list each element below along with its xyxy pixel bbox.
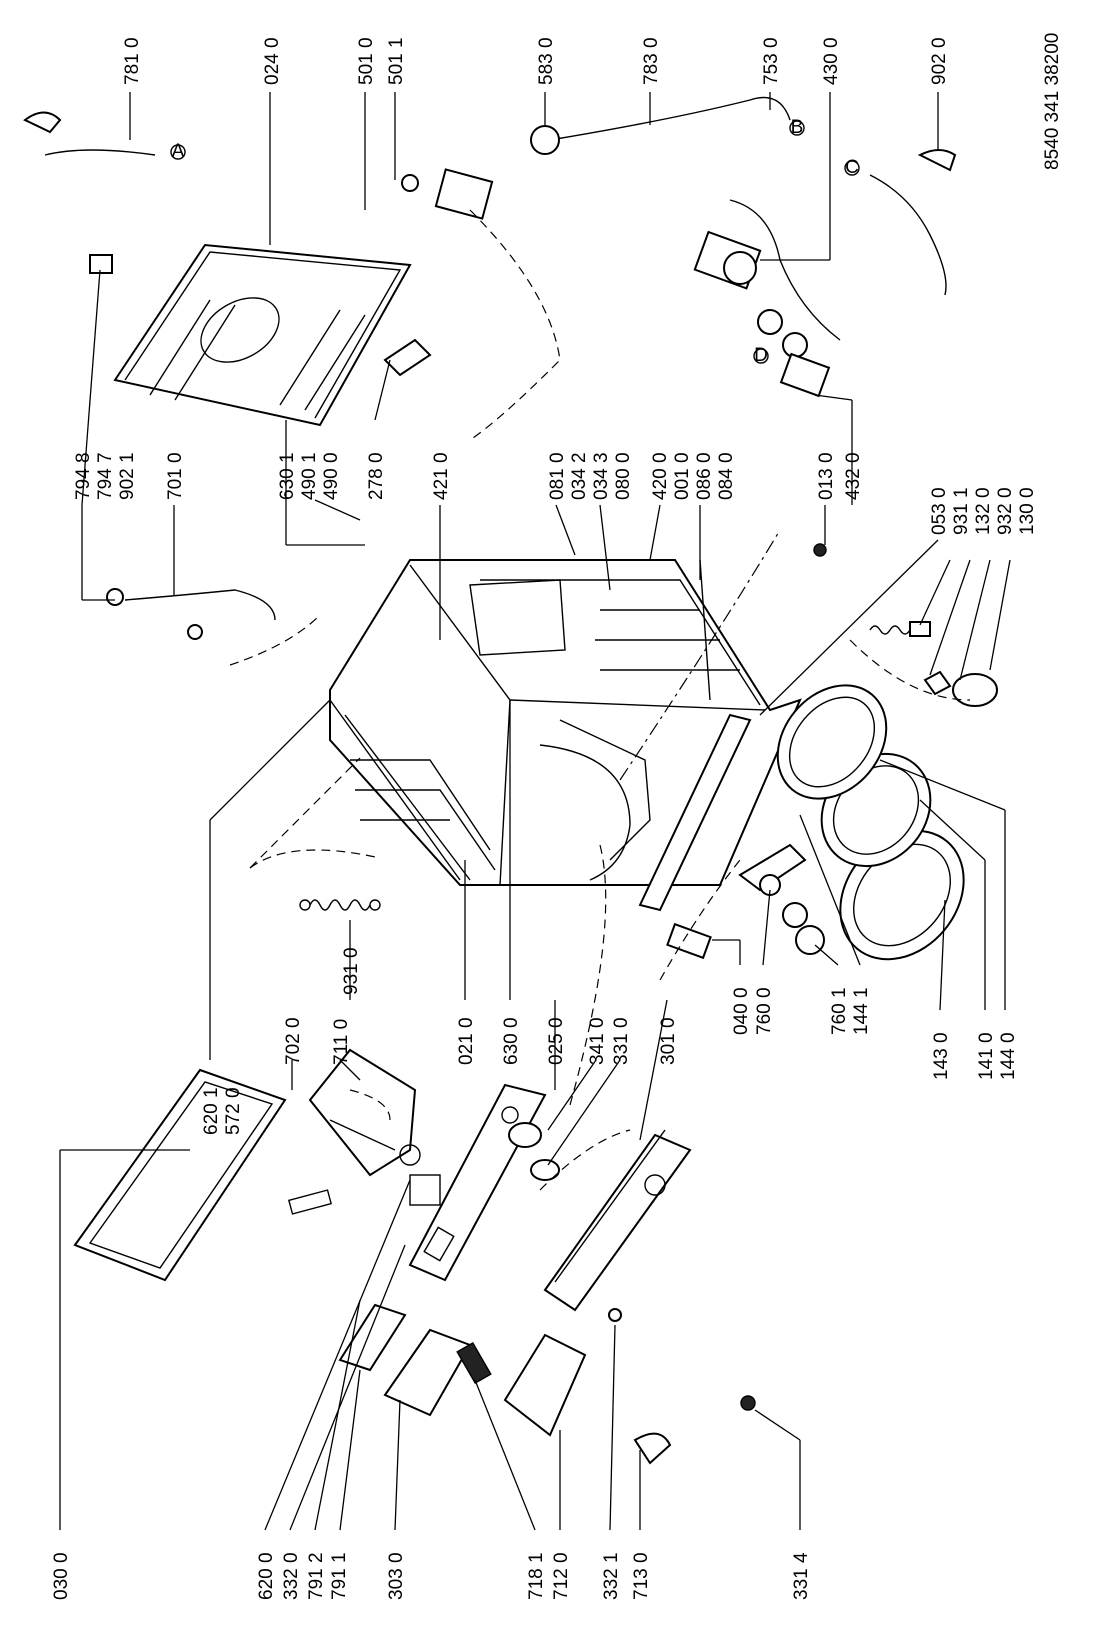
label-430-0: 430 0 bbox=[821, 37, 842, 85]
label-794-8: 794 8 bbox=[73, 452, 94, 500]
label-712-0: 712 0 bbox=[551, 1552, 572, 1600]
label-001-0: 001 0 bbox=[672, 452, 693, 500]
label-702-0: 702 0 bbox=[283, 1017, 304, 1065]
hoses bbox=[44, 96, 947, 621]
label-620-0: 620 0 bbox=[256, 1552, 277, 1600]
label-053-0: 053 0 bbox=[929, 487, 950, 535]
label-084-0: 084 0 bbox=[716, 452, 737, 500]
label-620-1: 620 1 bbox=[201, 1087, 222, 1135]
label-902-1: 902 1 bbox=[117, 452, 138, 500]
label-783-0: 783 0 bbox=[641, 37, 662, 85]
label-024-0: 024 0 bbox=[262, 37, 283, 85]
soap-drawer bbox=[338, 1303, 587, 1437]
label-086-0: 086 0 bbox=[694, 452, 715, 500]
label-501-0: 501 0 bbox=[356, 37, 377, 85]
label-278-0: 278 0 bbox=[366, 452, 387, 500]
label-432-0: 432 0 bbox=[843, 452, 864, 500]
door-assembly bbox=[776, 684, 965, 961]
label-902-0: 902 0 bbox=[929, 37, 950, 85]
connector-marks: A B C D bbox=[170, 117, 860, 366]
label-303-0: 303 0 bbox=[386, 1552, 407, 1600]
label-931-1: 931 1 bbox=[951, 487, 972, 535]
document-number: 8540 341 38200 bbox=[1042, 33, 1063, 170]
leader-lines bbox=[59, 92, 1011, 1531]
label-144-1: 144 1 bbox=[851, 987, 872, 1035]
label-630-0: 630 0 bbox=[501, 1017, 522, 1065]
connector-mark-b: B bbox=[791, 117, 804, 138]
label-760-0: 760 0 bbox=[754, 987, 775, 1035]
label-132-0: 132 0 bbox=[973, 487, 994, 535]
label-760-1: 760 1 bbox=[829, 987, 850, 1035]
label-143-0: 143 0 bbox=[931, 1032, 952, 1080]
front-panel-strip bbox=[543, 1129, 692, 1312]
label-932-0: 932 0 bbox=[995, 487, 1016, 535]
label-141-0: 141 0 bbox=[976, 1032, 997, 1080]
connector-mark-c: C bbox=[845, 157, 859, 178]
connector-mark-b-circle bbox=[789, 120, 805, 136]
label-583-0: 583 0 bbox=[536, 37, 557, 85]
label-701-0: 701 0 bbox=[165, 452, 186, 500]
label-331-0: 331 0 bbox=[611, 1017, 632, 1065]
label-013-0: 013 0 bbox=[816, 452, 837, 500]
label-572-0: 572 0 bbox=[223, 1087, 244, 1135]
control-panel bbox=[408, 1083, 547, 1282]
label-080-0: 080 0 bbox=[613, 452, 634, 500]
label-301-0: 301 0 bbox=[658, 1017, 679, 1065]
label-030-0: 030 0 bbox=[51, 1552, 72, 1600]
label-034-2: 034 2 bbox=[569, 452, 590, 500]
label-040-0: 040 0 bbox=[731, 987, 752, 1035]
small-parts-top bbox=[23, 111, 957, 640]
label-931-0-main: 931 0 bbox=[341, 947, 362, 995]
pump-assembly bbox=[693, 199, 841, 398]
small-parts-right bbox=[813, 543, 998, 707]
label-490-0: 490 0 bbox=[321, 452, 342, 500]
connector-mark-a: A bbox=[172, 141, 185, 162]
label-420-0: 420 0 bbox=[650, 452, 671, 500]
label-781-0: 781 0 bbox=[122, 37, 143, 85]
label-025-0: 025 0 bbox=[546, 1017, 567, 1065]
label-332-1: 332 1 bbox=[601, 1552, 622, 1600]
small-parts-lower-left bbox=[288, 1122, 756, 1465]
label-421-0: 421 0 bbox=[431, 452, 452, 500]
label-713-0: 713 0 bbox=[631, 1552, 652, 1600]
label-081-0: 081 0 bbox=[547, 452, 568, 500]
label-130-0: 130 0 bbox=[1017, 487, 1038, 535]
connector-mark-d-circle bbox=[753, 348, 769, 364]
spring bbox=[299, 899, 381, 911]
label-034-3: 034 3 bbox=[591, 452, 612, 500]
label-490-1: 490 1 bbox=[299, 452, 320, 500]
label-753-0: 753 0 bbox=[761, 37, 782, 85]
worktop-lid bbox=[73, 1068, 287, 1282]
label-332-0: 332 0 bbox=[281, 1552, 302, 1600]
label-791-2: 791 2 bbox=[306, 1552, 327, 1600]
base-strip bbox=[638, 713, 752, 912]
label-341-0: 341 0 bbox=[587, 1017, 608, 1065]
label-331-4: 331 4 bbox=[791, 1552, 812, 1600]
label-501-1: 501 1 bbox=[386, 37, 407, 85]
dashed-connection-lines bbox=[229, 209, 971, 1191]
programmer-module bbox=[308, 1048, 421, 1177]
label-711-0: 711 0 bbox=[331, 1019, 352, 1065]
label-791-1: 791 1 bbox=[329, 1552, 350, 1600]
label-794-7: 794 7 bbox=[95, 452, 116, 500]
part-labels: 781 0 024 0 501 0 501 1 583 0 783 0 753 … bbox=[51, 33, 1063, 1600]
label-021-0: 021 0 bbox=[456, 1017, 477, 1065]
top-panel bbox=[113, 243, 412, 427]
label-144-0: 144 0 bbox=[998, 1032, 1019, 1080]
connector-mark-c-circle bbox=[844, 160, 860, 176]
connector-mark-a-circle bbox=[170, 144, 186, 160]
label-630-1: 630 1 bbox=[277, 452, 298, 500]
label-718-1: 718 1 bbox=[526, 1552, 547, 1600]
connector-mark-d: D bbox=[754, 345, 768, 366]
